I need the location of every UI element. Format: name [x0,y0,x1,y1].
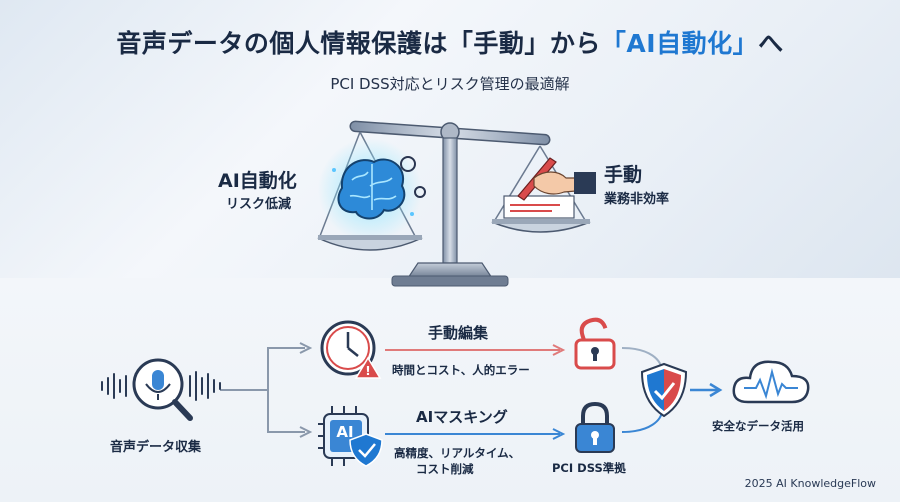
pci-dss-compliance-label: PCI DSS準拠 [552,461,626,475]
manual-side-title: 手動 [604,164,643,186]
ai-pan-icon [317,138,426,251]
balance-scale-icon [319,120,586,287]
cloud-waveform-icon [732,360,810,404]
ai-chip-shield-icon [318,406,383,467]
footer-credit: 2025 AI KnowledgeFlow [744,477,876,490]
page-subtitle: PCI DSS対応とリスク管理の最適解 [330,75,570,93]
ai-masking-title: AIマスキング [416,408,508,426]
security-shield-icon [640,362,688,418]
ai-side-title: AI自動化 [218,170,297,192]
svg-text:!: ! [365,364,370,378]
manual-pan-icon [491,157,596,233]
ai-masking-description-line2: コスト削減 [416,462,474,476]
manual-editing-description: 時間とコスト、人的エラー [392,363,530,377]
clock-warning-icon: ! [320,320,382,379]
ai-masking-description-line1: 高精度、リアルタイム、 [394,446,521,460]
unlocked-padlock-icon [574,317,616,370]
manual-side-subtitle: 業務非効率 [604,192,670,207]
page-title: 音声データの個人情報保護は「手動」から「AI自動化」へ [116,29,784,58]
safe-data-usage-label: 安全なデータ活用 [712,419,804,433]
locked-padlock-icon [575,401,615,453]
voice-collection-label: 音声データ収集 [110,440,202,455]
ai-chip-text: AI [336,423,354,441]
microphone-search-icon [101,358,221,421]
ai-side-subtitle: リスク低減 [226,197,292,212]
manual-editing-title: 手動編集 [428,324,489,342]
